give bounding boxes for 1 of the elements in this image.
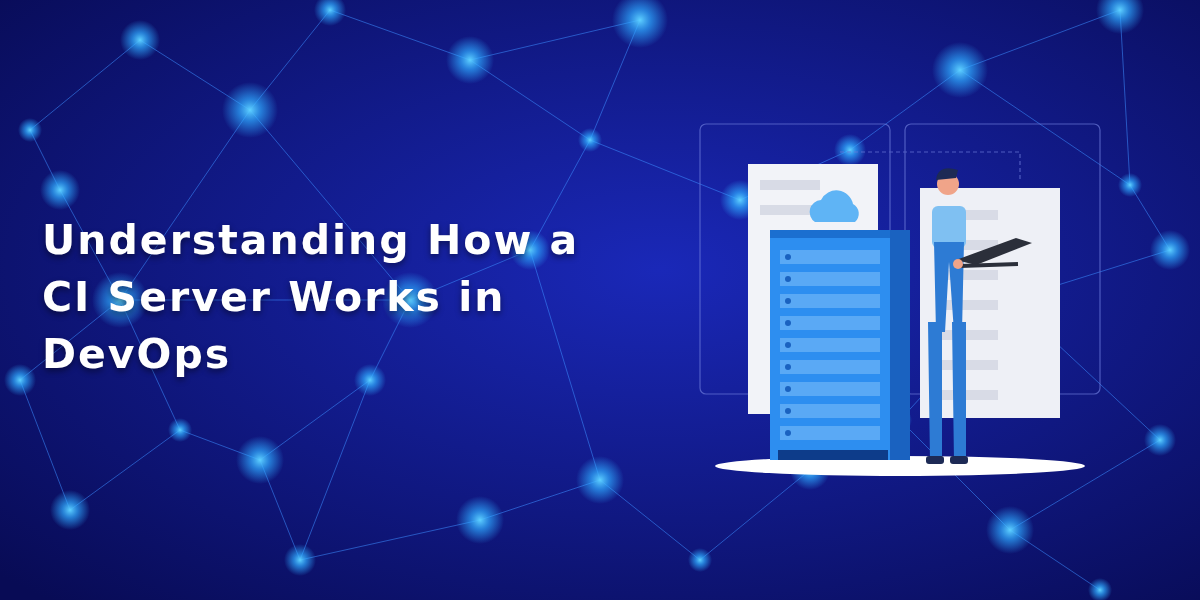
title: Understanding How a CI Server Works in DevOps — [42, 215, 581, 380]
